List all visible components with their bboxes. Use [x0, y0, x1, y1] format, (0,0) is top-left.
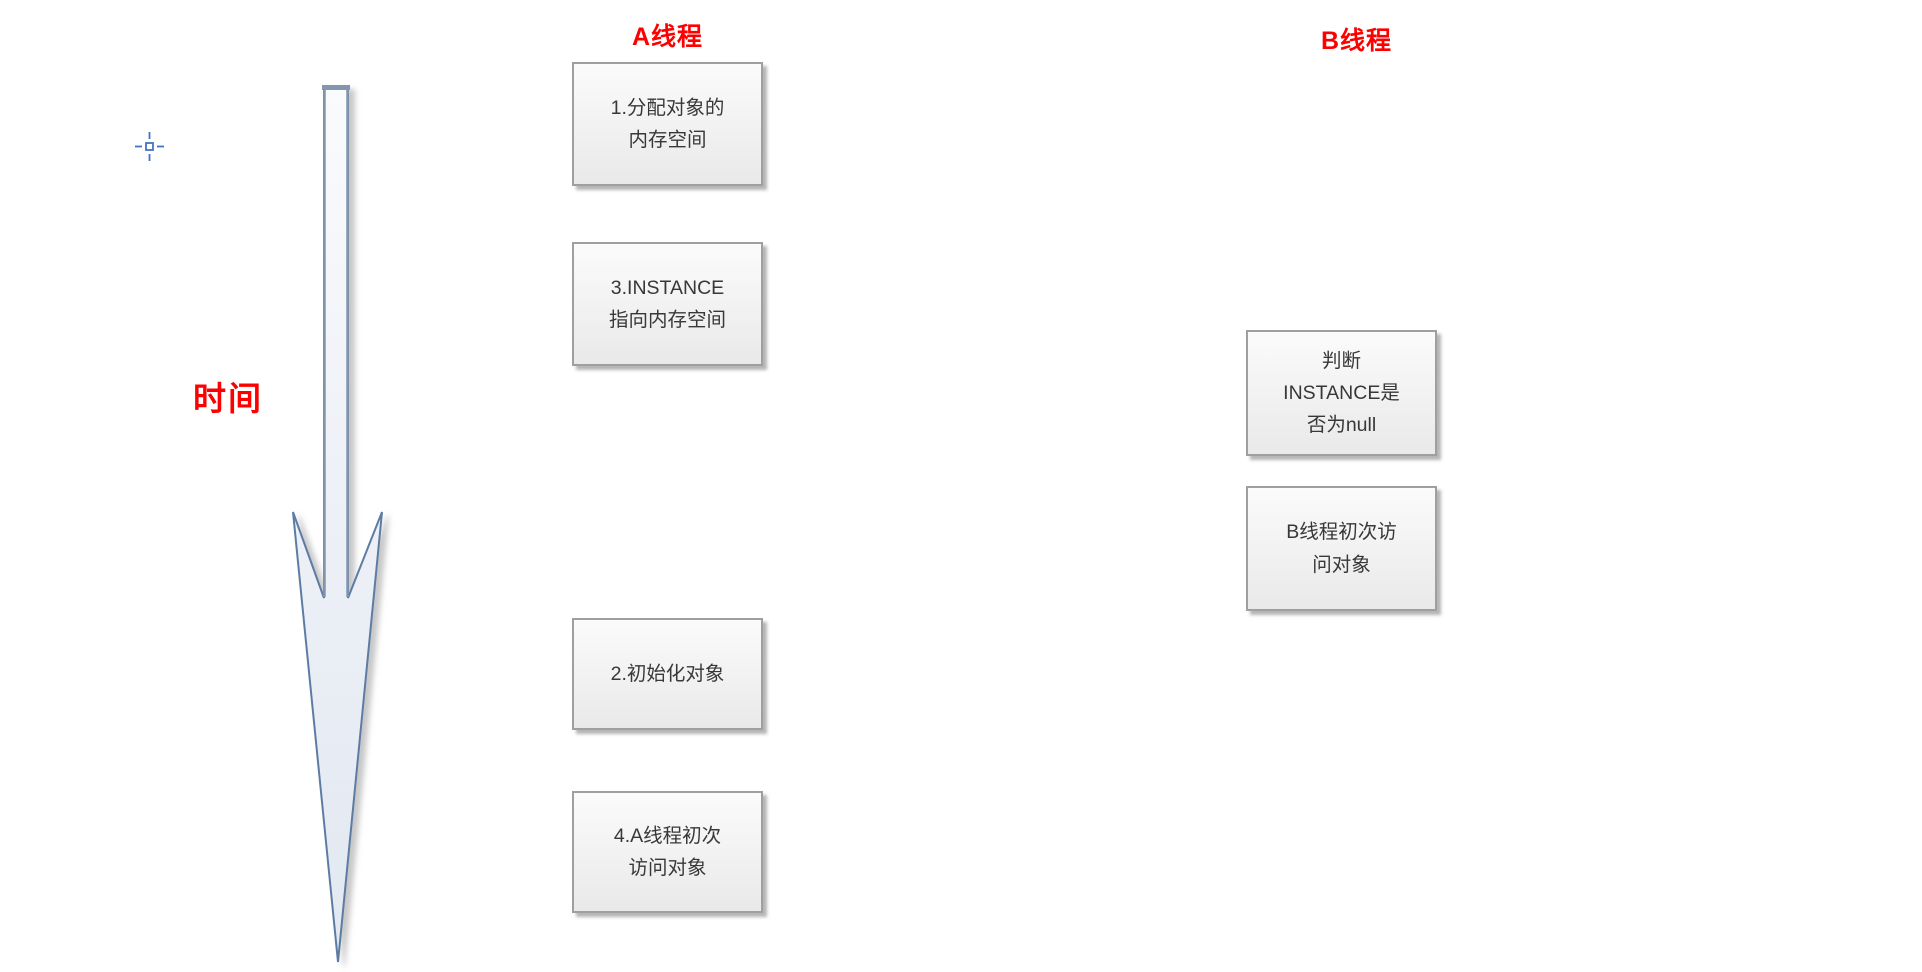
- box-text-line: 1.分配对象的: [610, 96, 725, 119]
- box-text-line: 2.初始化对象: [610, 662, 725, 685]
- thread-b-title: B线程: [1320, 27, 1393, 55]
- flow-box-initialize-object[interactable]: 2.初始化对象: [572, 618, 763, 730]
- thread-a-title: A线程: [631, 23, 704, 51]
- box-text-line: INSTANCE是: [1283, 381, 1400, 404]
- box-text-line: 4.A线程初次: [613, 824, 722, 847]
- flow-box-thread-a-first-access[interactable]: 4.A线程初次访问对象: [572, 791, 763, 913]
- flow-box-allocate-memory[interactable]: 1.分配对象的内存空间: [572, 62, 763, 186]
- box-text-line: 3.INSTANCE: [610, 276, 725, 299]
- time-axis-label: 时间: [193, 380, 263, 417]
- box-text-line: 否为null: [1306, 414, 1377, 437]
- time-arrow-down-icon: [292, 85, 383, 963]
- box-text-line: 问对象: [1312, 553, 1371, 576]
- flow-box-thread-b-first-access[interactable]: B线程初次访问对象: [1246, 486, 1437, 611]
- box-text-line: 判断: [1321, 349, 1361, 372]
- crosshair-cursor-icon: [135, 132, 164, 161]
- box-text-line: 访问对象: [628, 857, 707, 879]
- flow-box-instance-points-to-memory[interactable]: 3.INSTANCE 指向内存空间: [572, 242, 763, 366]
- box-text-line: 指向内存空间: [608, 309, 726, 331]
- box-text-line: 内存空间: [628, 129, 707, 151]
- box-text-line: B线程初次访: [1286, 521, 1397, 544]
- flow-box-check-instance-null[interactable]: 判断 INSTANCE是否为null: [1246, 330, 1437, 456]
